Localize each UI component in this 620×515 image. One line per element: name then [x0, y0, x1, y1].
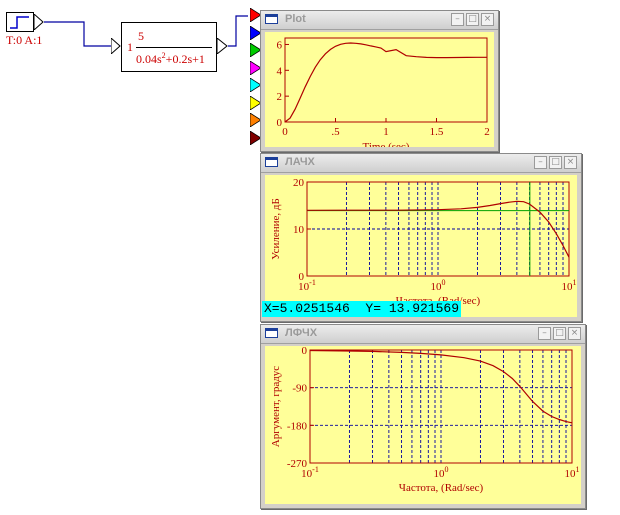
lfchx-titlebar[interactable]: ЛФЧХ – □ ×: [261, 325, 585, 344]
x-tick-label: 101: [565, 465, 580, 480]
x-tick-base: 10: [431, 281, 443, 293]
scope-port-icon[interactable]: [250, 8, 262, 22]
y-tick-label: 0: [302, 346, 308, 357]
scope-port-icon[interactable]: [250, 60, 262, 75]
y-axis-label: Усиление, дБ: [270, 198, 282, 260]
tf-den-part1: 0.04s: [136, 52, 162, 66]
maximize-icon[interactable]: □: [549, 156, 562, 169]
y-tick-label: 0: [299, 271, 305, 283]
y-tick-label: 2: [277, 91, 283, 103]
tf-numerator: 5: [138, 29, 144, 43]
window-icon: [265, 328, 278, 338]
x-axis-label: Time (sec): [363, 141, 410, 147]
y-tick-label: 20: [293, 177, 305, 189]
y-tick-label: -270: [287, 458, 308, 470]
lachx-window-title: ЛАЧХ: [285, 156, 315, 168]
tf-input-port[interactable]: [111, 38, 121, 54]
y-tick-label: 6: [277, 39, 283, 51]
x-tick-base: 10: [298, 281, 310, 293]
y-tick-label: 0: [277, 117, 283, 129]
lachx-titlebar[interactable]: ЛАЧХ – □ ×: [261, 154, 581, 173]
tf-gain: 1: [127, 40, 133, 54]
x-tick-base: 10: [301, 468, 313, 480]
transfer-function-block[interactable]: 1 5 0.04s2+0.2s+1: [121, 22, 217, 72]
y-tick-label: 4: [277, 65, 283, 77]
series-line: [284, 42, 487, 123]
tf-den-part2: +0.2s+1: [165, 52, 205, 66]
x-axis-label: Частота, (Rad/sec): [399, 482, 484, 494]
x-tick-label: 2: [484, 126, 490, 138]
x-tick-label: 1: [383, 126, 389, 138]
window-icon: [265, 157, 278, 167]
scope-port-icon[interactable]: [250, 113, 262, 127]
plot-frame: [284, 37, 488, 123]
tf-denominator: 0.04s2+0.2s+1: [136, 51, 205, 67]
x-tick-label: 101: [562, 278, 577, 293]
series-line: [309, 349, 573, 424]
lfchx-window-title: ЛФЧХ: [285, 327, 318, 339]
x-tick-label: 100: [434, 465, 449, 480]
minimize-icon[interactable]: –: [451, 13, 464, 26]
tf-output-port[interactable]: [217, 38, 228, 54]
tf-fraction-bar: [136, 47, 212, 48]
plot-titlebar[interactable]: Plot – □ ×: [261, 11, 498, 30]
y-tick-label: -180: [287, 420, 308, 432]
scope-port-icon[interactable]: [250, 95, 262, 110]
scope-input-ports: [250, 8, 264, 148]
window-icon: [265, 14, 278, 24]
scope-port-icon[interactable]: [250, 130, 262, 145]
y-tick-label: 10: [293, 224, 305, 236]
x-tick-exponent: -1: [309, 278, 316, 287]
x-tick-base: 10: [562, 281, 574, 293]
x-tick-label: 10-1: [301, 465, 319, 480]
source-output-port[interactable]: [34, 14, 44, 30]
step-icon: [10, 16, 29, 29]
signal-wires: [44, 15, 248, 47]
x-tick-label: 10-1: [298, 278, 316, 293]
minimize-icon[interactable]: –: [538, 327, 551, 340]
y-tick-label: -90: [292, 383, 307, 395]
x-tick-exponent: 0: [442, 278, 446, 287]
source-label: T:0 A:1: [6, 33, 43, 47]
y-axis-label: Аргумент, градус: [270, 366, 282, 448]
series-line: [306, 200, 570, 258]
maximize-icon[interactable]: □: [553, 327, 566, 340]
x-tick-exponent: 1: [576, 465, 580, 474]
x-tick-exponent: 0: [445, 465, 449, 474]
close-icon[interactable]: ×: [564, 156, 577, 169]
scope-port-icon[interactable]: [250, 25, 262, 40]
plot-window-title: Plot: [285, 13, 306, 25]
x-tick-exponent: -1: [312, 465, 319, 474]
x-tick-label: 100: [431, 278, 446, 293]
tf-den-exponent: 2: [161, 51, 166, 60]
scope-port-icon[interactable]: [250, 43, 262, 57]
x-tick-base: 10: [565, 468, 577, 480]
cursor-readout: X=5.0251546 Y= 13.921569: [262, 301, 462, 317]
x-tick-exponent: 1: [573, 278, 577, 287]
x-tick-label: 1.5: [430, 126, 444, 138]
scope-port-icon[interactable]: [250, 78, 262, 92]
x-tick-label: 0: [282, 126, 288, 138]
minimize-icon[interactable]: –: [534, 156, 547, 169]
close-icon[interactable]: ×: [481, 13, 494, 26]
plot-frame: [309, 349, 573, 464]
close-icon[interactable]: ×: [568, 327, 581, 340]
maximize-icon[interactable]: □: [466, 13, 479, 26]
x-tick-label: .5: [331, 126, 340, 138]
x-tick-base: 10: [434, 468, 446, 480]
